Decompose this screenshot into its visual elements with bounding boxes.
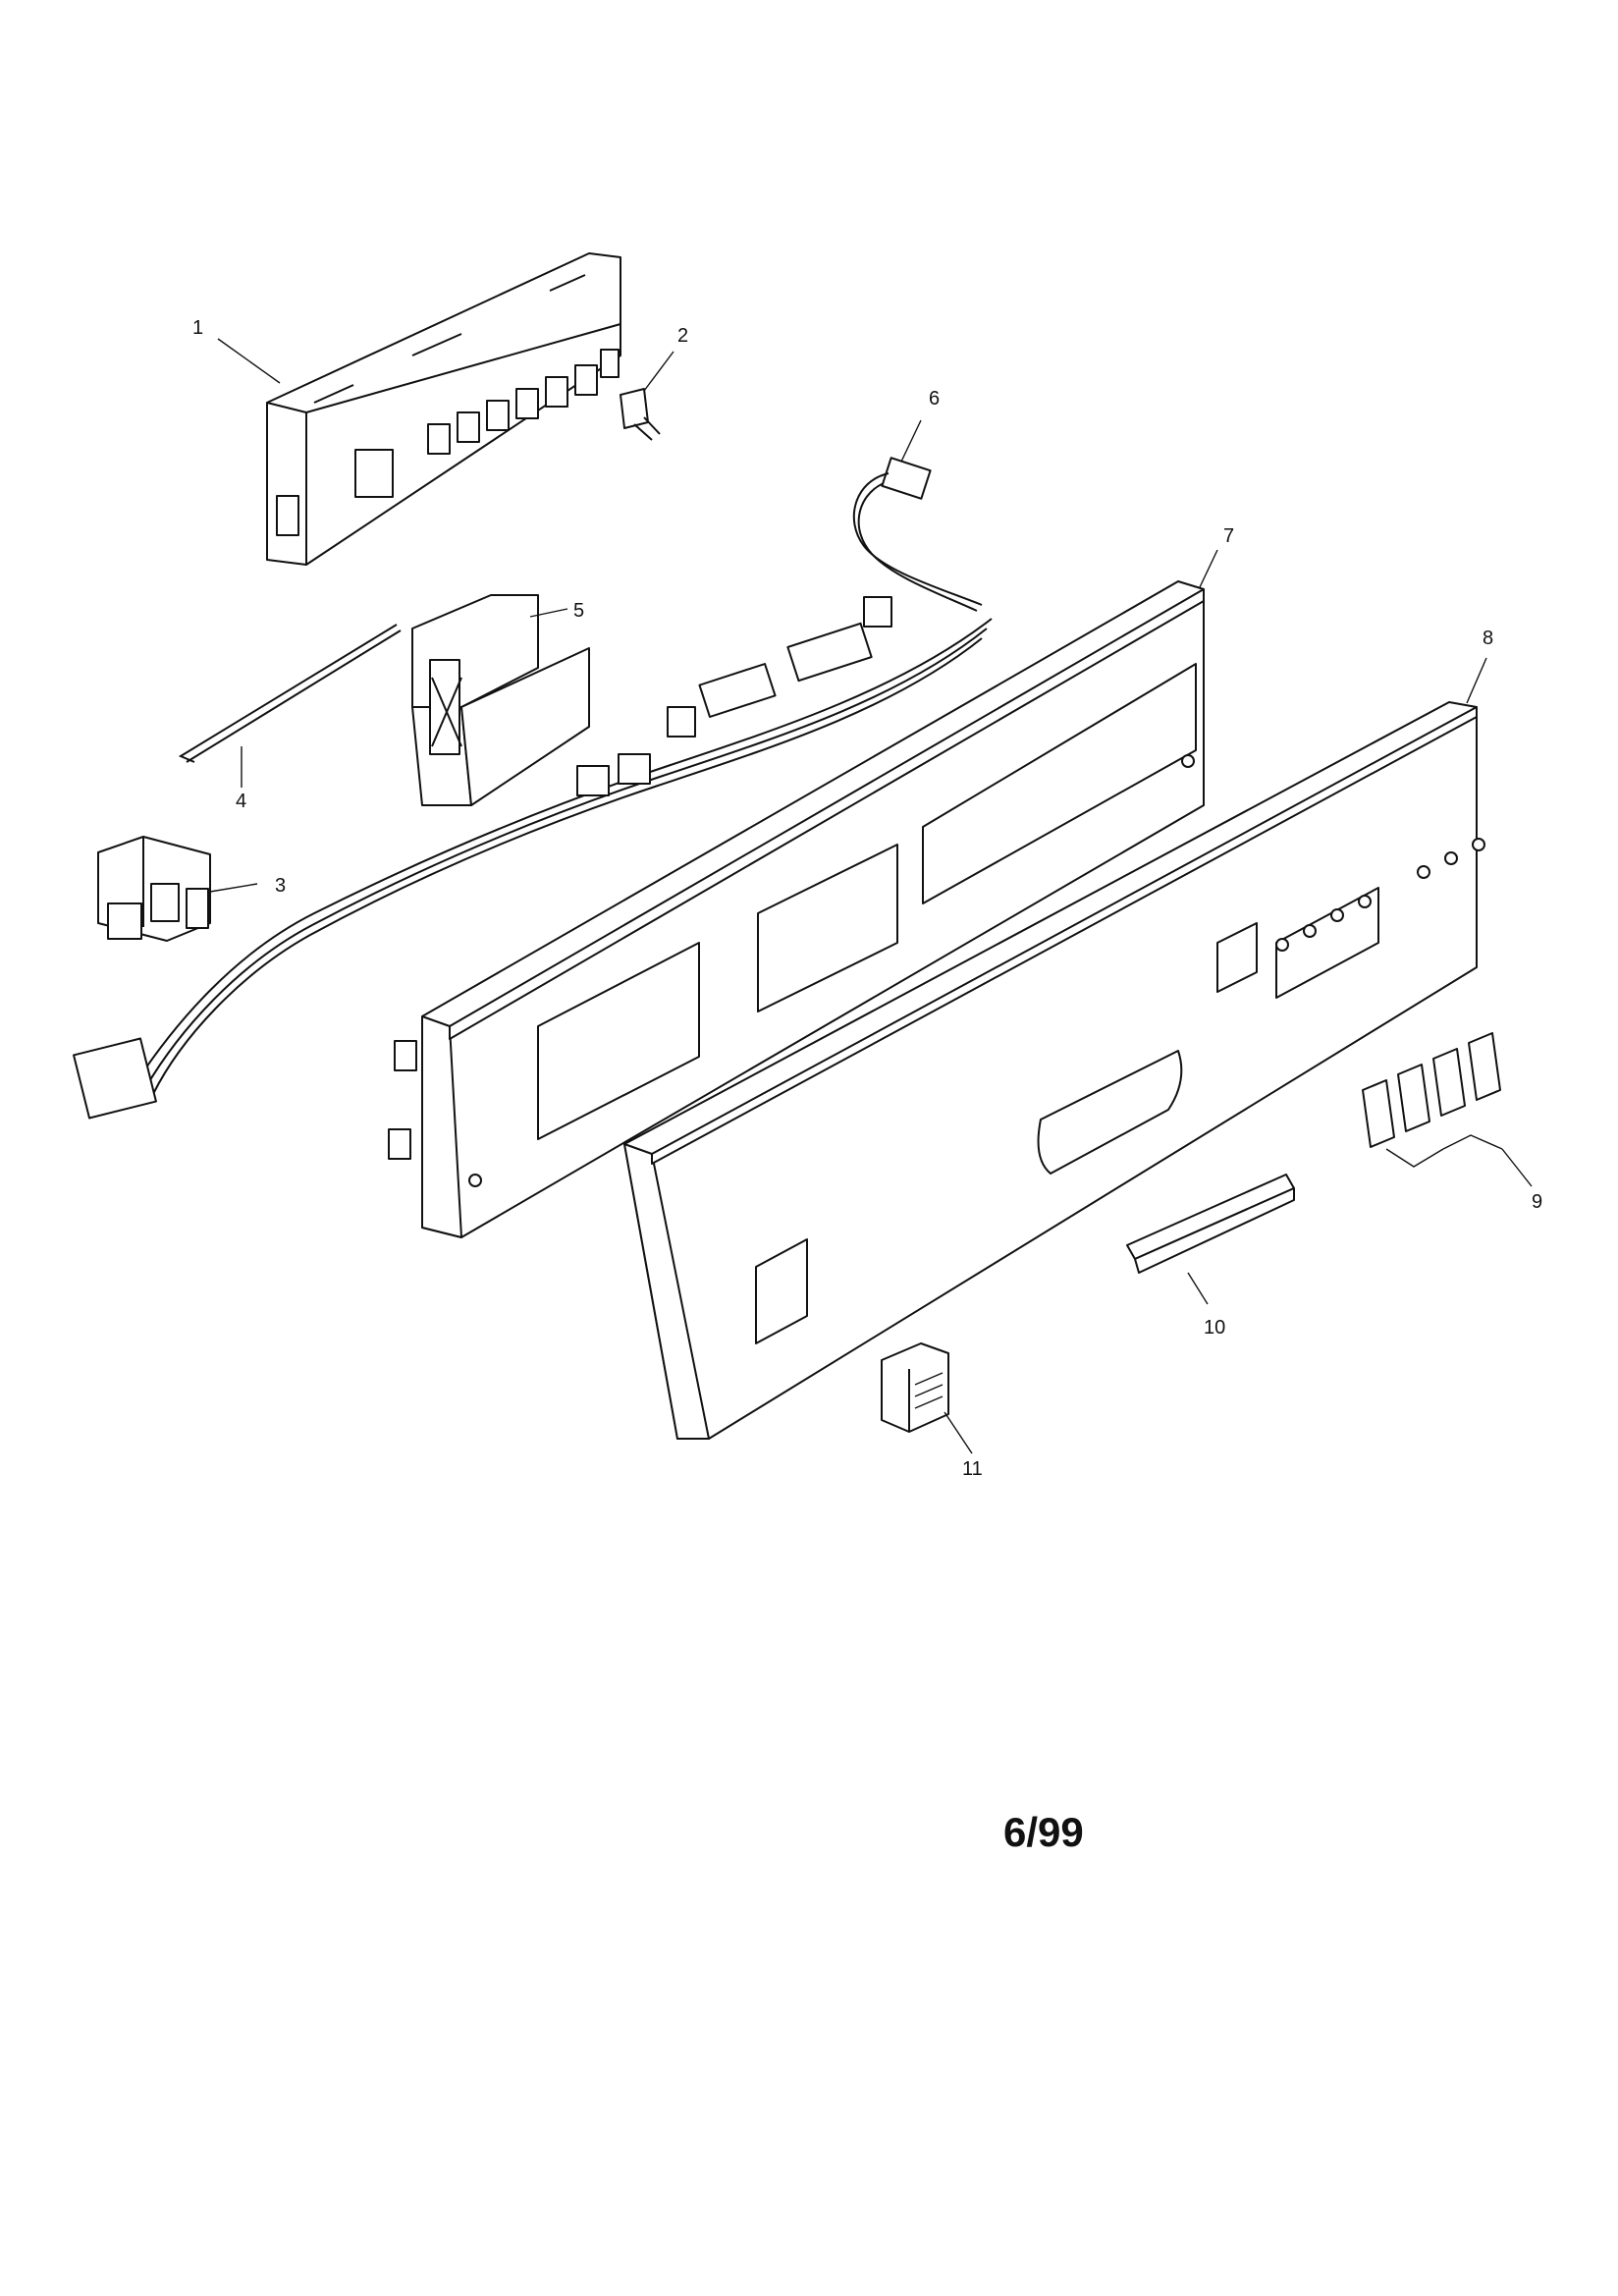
callout-leader-8 [1466, 657, 1487, 704]
callout-leader-6 [900, 419, 922, 463]
part-8-control-panel [623, 701, 1485, 1440]
part-9-buttons [1362, 1032, 1503, 1168]
callout-9: 9 [1532, 1191, 1542, 1213]
callout-3: 3 [275, 875, 286, 897]
part-6-wire-connector [852, 457, 983, 612]
callout-leader-2 [643, 351, 674, 392]
callout-1: 1 [192, 317, 203, 339]
callout-leader-11 [944, 1411, 973, 1454]
callout-leader-7 [1199, 549, 1218, 588]
callout-2: 2 [677, 325, 688, 347]
callout-4: 4 [236, 791, 246, 812]
part-2-switch [620, 388, 661, 441]
part-5-bracket [411, 594, 590, 806]
callout-leader-1 [217, 338, 281, 384]
harness-connectors [576, 596, 892, 796]
callout-leader-5 [529, 608, 568, 618]
part-3-switch-module [97, 836, 211, 942]
part-7-inner-panel [388, 580, 1205, 1238]
callout-7: 7 [1223, 525, 1234, 547]
part-1-control-module [266, 252, 621, 566]
callout-8: 8 [1483, 628, 1493, 649]
callout-leader-9 [1501, 1148, 1533, 1187]
callout-10: 10 [1204, 1317, 1225, 1339]
callout-leader-3 [209, 883, 258, 893]
date-code: 6/99 [1003, 1809, 1084, 1855]
callout-11: 11 [962, 1458, 983, 1480]
callout-leader-10 [1187, 1272, 1209, 1305]
part-11-block [881, 1342, 949, 1433]
wiring-harness [73, 596, 993, 1120]
part-4-rod [178, 624, 402, 763]
callout-5: 5 [573, 600, 584, 622]
callout-6: 6 [929, 388, 940, 410]
part-10-trim-strip [1126, 1174, 1295, 1274]
